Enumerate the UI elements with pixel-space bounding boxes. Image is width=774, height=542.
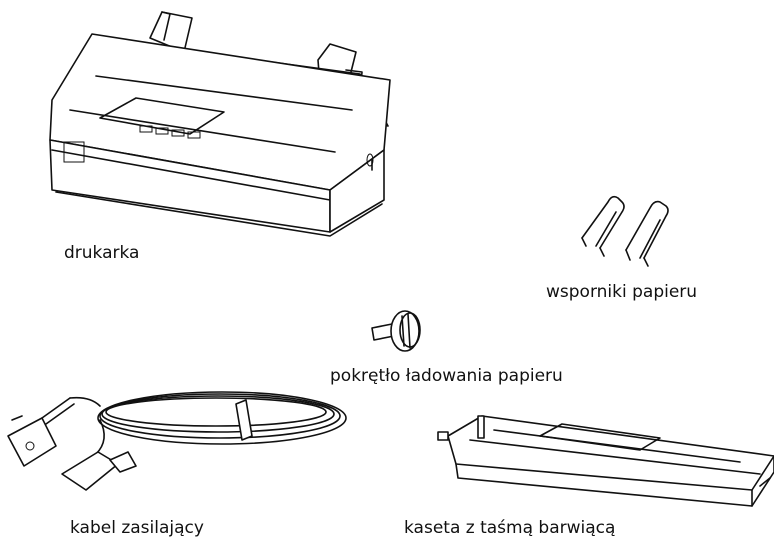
ribbon-cartridge-label: kaseta z taśmą barwiącą [404,518,615,538]
